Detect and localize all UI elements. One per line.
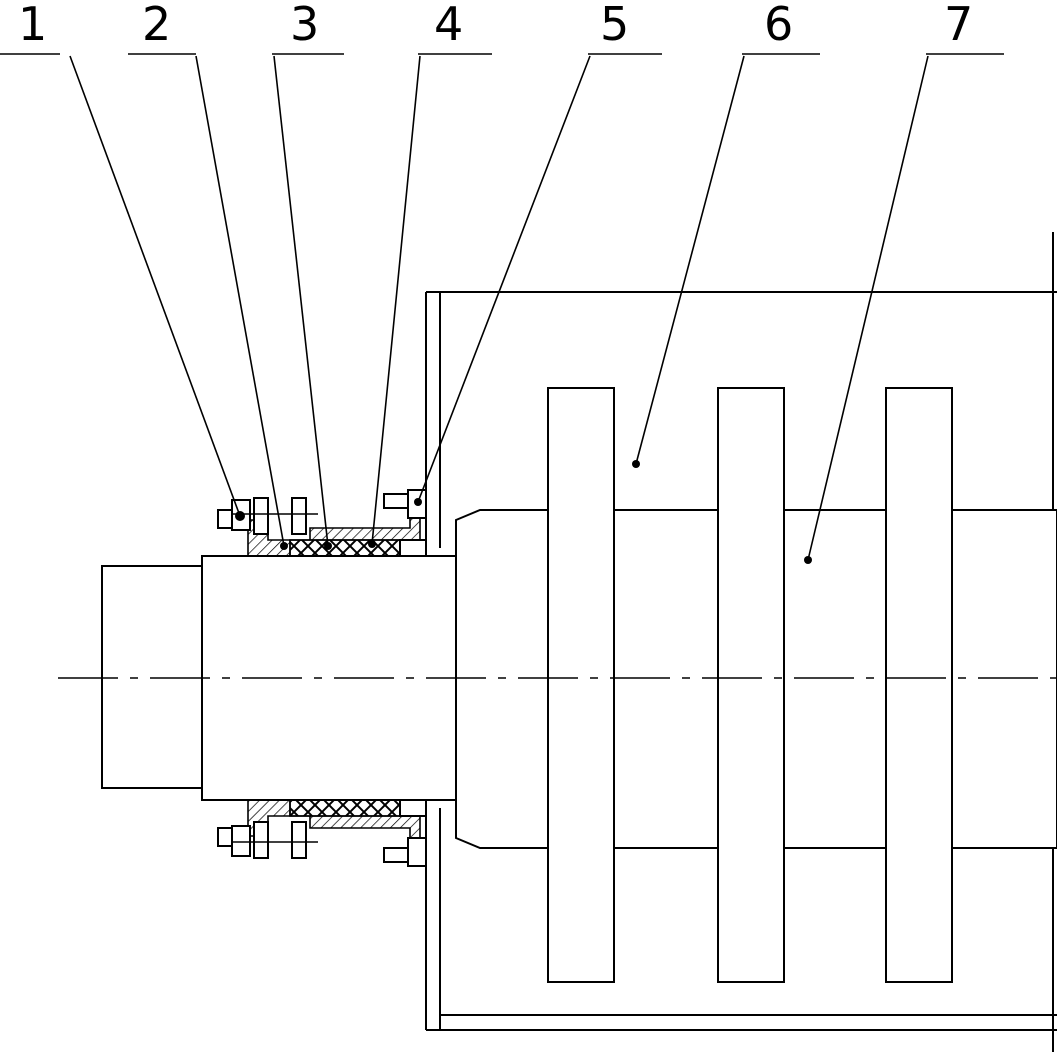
callout-label-3: 3: [290, 0, 319, 51]
seal-assembly-lower: [217, 799, 427, 867]
callout-6: 6: [632, 0, 820, 468]
callout-label-6: 6: [764, 0, 793, 51]
disc-2: [717, 387, 785, 983]
callout-label-2: 2: [142, 0, 171, 51]
callout-label-4: 4: [434, 0, 463, 51]
callout-2: 2: [128, 0, 288, 550]
seal-assembly-upper: [217, 489, 427, 557]
callout-5: 5: [417, 0, 662, 503]
packing-lower: [289, 799, 401, 817]
callout-label-1: 1: [18, 0, 47, 51]
rotor-discs: [547, 387, 953, 983]
housing: [425, 232, 1057, 1052]
disc-1: [547, 387, 615, 983]
callout-7: 7: [804, 0, 1004, 564]
callout-1: 1: [0, 0, 241, 517]
callout-4: 4: [368, 0, 492, 548]
packing-upper: [289, 539, 401, 557]
disc-3: [885, 387, 953, 983]
callout-label-7: 7: [944, 0, 973, 51]
callout-3: 3: [272, 0, 344, 550]
callout-label-5: 5: [600, 0, 629, 51]
